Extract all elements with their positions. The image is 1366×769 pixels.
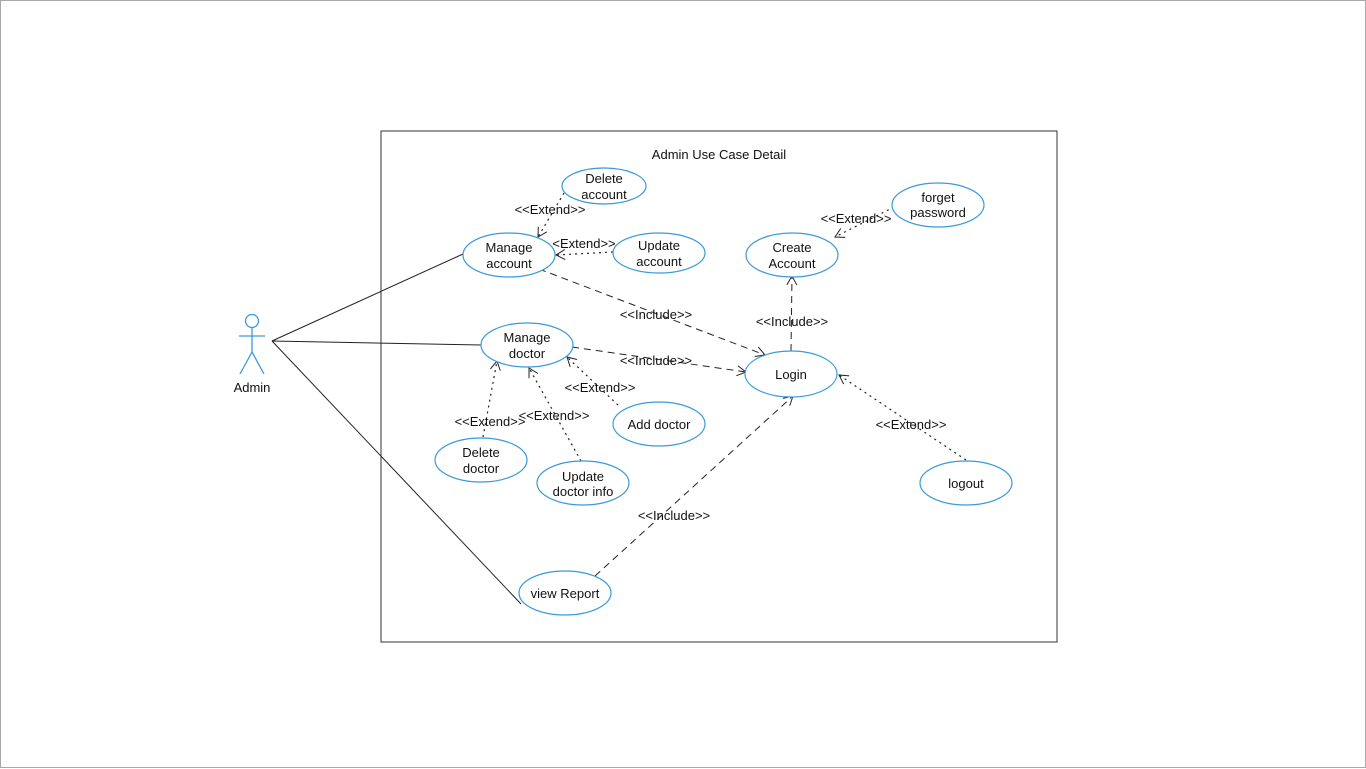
include-view-report-login — [594, 395, 794, 577]
include-login-create-account — [786, 274, 798, 352]
extend-delete-account — [537, 192, 565, 238]
assoc-admin-view-report — [271, 340, 522, 605]
extend-update-account — [554, 249, 614, 260]
use-case-label: Account — [769, 256, 816, 271]
use-case-label: Manage — [486, 240, 533, 255]
use-case-forget-password[interactable] — [891, 182, 985, 228]
use-case-view-report[interactable] — [518, 570, 612, 616]
use-case-label: account — [486, 256, 532, 271]
use-case-label: Login — [775, 367, 807, 382]
use-case-label: password — [910, 205, 966, 220]
relation-label: <<Include>> — [756, 314, 828, 329]
use-case-logout[interactable] — [919, 460, 1013, 506]
relation-label: <<Include>> — [620, 307, 692, 322]
use-case-delete-doctor[interactable] — [434, 437, 528, 483]
use-case-label: Update — [638, 238, 680, 253]
use-case-label: Delete — [462, 445, 500, 460]
system-boundary — [380, 130, 1058, 643]
actor-label: Admin — [234, 380, 271, 395]
extend-forget-password — [834, 206, 895, 238]
use-case-label: view Report — [531, 586, 600, 601]
actor-head — [244, 313, 260, 329]
use-case-label: Add doctor — [628, 417, 692, 432]
include-manage-account-login — [538, 268, 766, 357]
relation-label: <Extend>> — [552, 236, 615, 251]
use-case-create-account[interactable] — [745, 232, 839, 278]
relation-label: <<Include>> — [620, 353, 692, 368]
relation-label: <<Extend>> — [821, 211, 892, 226]
use-case-delete-account[interactable] — [561, 167, 647, 205]
use-case-label: Create — [772, 240, 811, 255]
extend-logout — [838, 374, 967, 461]
assoc-admin-manage-doctor — [271, 340, 482, 346]
relation-label: <<Extend>> — [519, 408, 590, 423]
use-case-label: doctor — [509, 346, 546, 361]
use-case-label: account — [581, 187, 627, 202]
include-manage-doctor-login — [571, 346, 748, 377]
use-case-add-doctor[interactable] — [612, 401, 706, 447]
diagram-title: Admin Use Case Detail — [652, 147, 786, 162]
use-case-label: Update — [562, 469, 604, 484]
use-case-manage-doctor[interactable] — [480, 322, 574, 368]
use-case-label: forget — [921, 190, 955, 205]
actor-admin[interactable] — [239, 313, 265, 375]
relation-label: <<Include>> — [638, 508, 710, 523]
use-case-update-doctor-info[interactable] — [536, 460, 630, 506]
actor-left-leg — [239, 351, 253, 375]
use-case-label: logout — [948, 476, 984, 491]
relation-label: <<Extend>> — [565, 380, 636, 395]
use-case-label: account — [636, 254, 682, 269]
actor-right-leg — [251, 351, 265, 375]
use-case-label: Delete — [585, 171, 623, 186]
relation-label: <<Extend>> — [455, 414, 526, 429]
use-case-label: doctor info — [553, 484, 614, 499]
assoc-admin-manage-account — [271, 253, 464, 342]
extend-delete-doctor — [482, 359, 501, 438]
use-case-manage-account[interactable] — [462, 232, 556, 278]
use-case-label: Manage — [504, 330, 551, 345]
use-case-label: doctor — [463, 461, 500, 476]
use-case-update-account[interactable] — [612, 232, 706, 274]
relation-label: <<Extend>> — [515, 202, 586, 217]
use-case-login[interactable] — [744, 350, 838, 398]
relation-label: <<Extend>> — [876, 417, 947, 432]
